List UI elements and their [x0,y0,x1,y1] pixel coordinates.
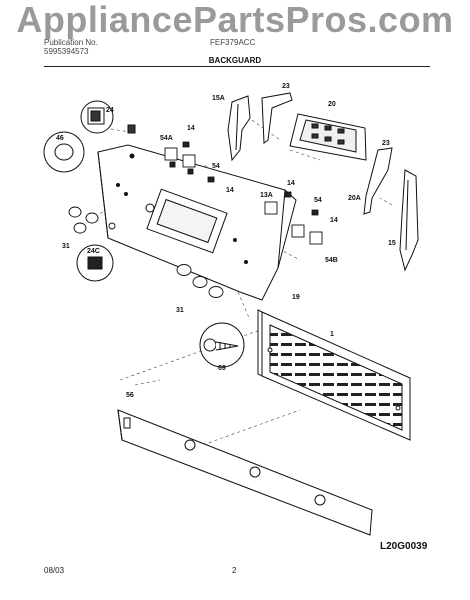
callout-56: 56 [126,392,134,399]
callout-23-b: 23 [382,140,390,147]
detail-circle-switch-24 [80,100,136,134]
callout-46: 46 [56,135,64,142]
footer-page-number: 2 [232,566,237,575]
callout-14-b: 14 [226,187,234,194]
callout-54b: 54B [325,257,338,264]
drawing-code: L20G0039 [380,541,428,552]
rear-panel-1 [257,309,411,441]
callout-24c: 24C [87,248,100,255]
callout-19: 19 [292,294,300,301]
publication-number: 5995394573 [44,47,89,56]
side-trim-15a [227,95,251,162]
control-knobs-lower [176,264,224,298]
detail-circle-switch-24c [76,244,114,282]
lower-panel-56 [117,409,373,536]
callout-31-lower: 31 [176,307,184,314]
infinite-switches [164,147,323,245]
backguard-panel [97,144,297,301]
callout-31-left: 31 [62,243,70,250]
callout-1: 1 [330,331,334,338]
callout-13a: 13A [260,192,273,199]
brackets-23 [261,92,393,215]
callout-20a: 20A [348,195,361,202]
footer-date: 08/03 [44,566,65,575]
control-knobs-left [68,206,116,234]
callout-54-b: 54 [314,197,322,204]
callout-15a: 15A [212,95,225,102]
callout-54-a: 54 [212,163,220,170]
indicator-lights [182,141,319,216]
watermark-text: AppliancePartsPros.com [16,0,454,40]
callout-23-a: 23 [282,83,290,90]
detail-circle-knob-46 [43,131,85,173]
callout-20: 20 [328,101,336,108]
callout-14-d: 14 [330,217,338,224]
callout-54a: 54A [160,135,173,142]
callout-15: 15 [388,240,396,247]
electronic-control-20 [289,113,367,161]
publication-label: Publication No. [44,38,98,47]
callout-69: 69 [218,365,226,372]
side-trim-15 [399,169,419,272]
section-title: BACKGUARD [208,56,262,65]
header-rule [44,66,430,67]
part-callouts: 24 46 31 24C 31 69 54A 14 54 14 15A 23 2… [56,83,396,399]
callout-14-a: 14 [187,125,195,132]
callout-24: 24 [106,107,114,114]
callout-14-c: 14 [287,180,295,187]
detail-circle-screw-69 [199,322,245,368]
model-number: FEF379ACC [210,38,256,47]
